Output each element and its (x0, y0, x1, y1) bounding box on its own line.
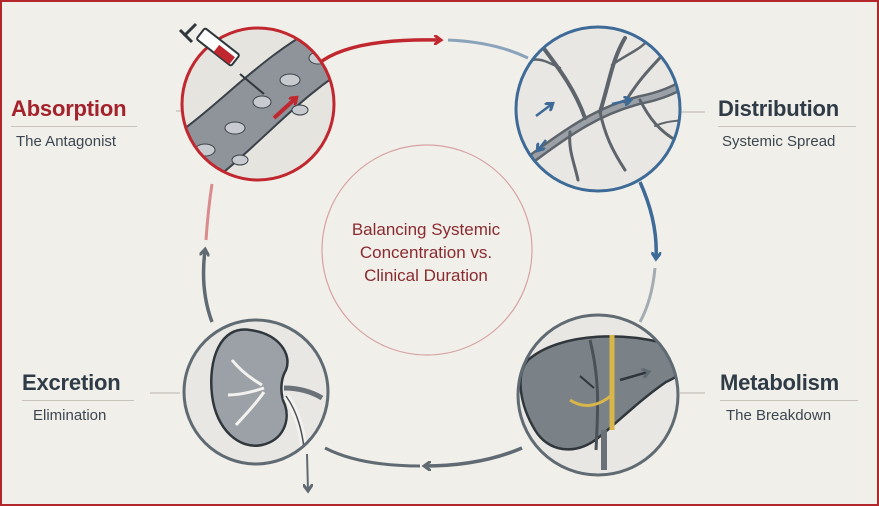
center-caption-line-2: Concentration vs. (359, 243, 493, 262)
center-caption-line-3: Clinical Duration (364, 266, 488, 285)
arc-bottom-segment (324, 446, 421, 468)
distribution-divider (718, 126, 856, 127)
excretion-divider (22, 400, 134, 401)
arrow-distribution-to-metabolism (638, 181, 656, 258)
distribution-illustration (514, 25, 682, 193)
center-caption-line-1: Balancing Systemic (351, 220, 501, 239)
excretion-label: Excretion Elimination (22, 370, 134, 424)
distribution-subtitle: Systemic Spread (722, 133, 836, 150)
metabolism-illustration (516, 313, 680, 477)
arrow-absorption-to-distribution (316, 40, 440, 66)
syringe-icon (178, 22, 265, 95)
absorption-illustration (178, 22, 336, 182)
absorption-divider (11, 126, 137, 127)
metabolism-subtitle: The Breakdown (726, 407, 832, 424)
absorption-label: Absorption The Antagonist (11, 96, 137, 150)
arrow-excretion-to-absorption (204, 250, 214, 323)
distribution-title: Distribution (718, 96, 840, 121)
metabolism-divider (720, 400, 858, 401)
excretion-title: Excretion (22, 370, 121, 395)
arrow-metabolism-to-excretion (425, 446, 523, 466)
center-circle (321, 144, 533, 356)
metabolism-title: Metabolism (720, 370, 840, 395)
excretion-outflow-arrow (307, 453, 308, 490)
excretion-subtitle: Elimination (33, 407, 107, 424)
excretion-illustration (182, 318, 330, 490)
absorption-title: Absorption (11, 96, 127, 121)
metabolism-label: Metabolism The Breakdown (720, 370, 858, 424)
arc-gray-red-transition (204, 183, 214, 241)
distribution-label: Distribution Systemic Spread (718, 96, 856, 150)
arc-blue-gray-transition (638, 267, 657, 323)
arc-red-blue-transition (447, 38, 529, 60)
absorption-subtitle: The Antagonist (16, 133, 117, 150)
center-caption: Balancing Systemic Concentration vs. Cli… (318, 218, 534, 287)
